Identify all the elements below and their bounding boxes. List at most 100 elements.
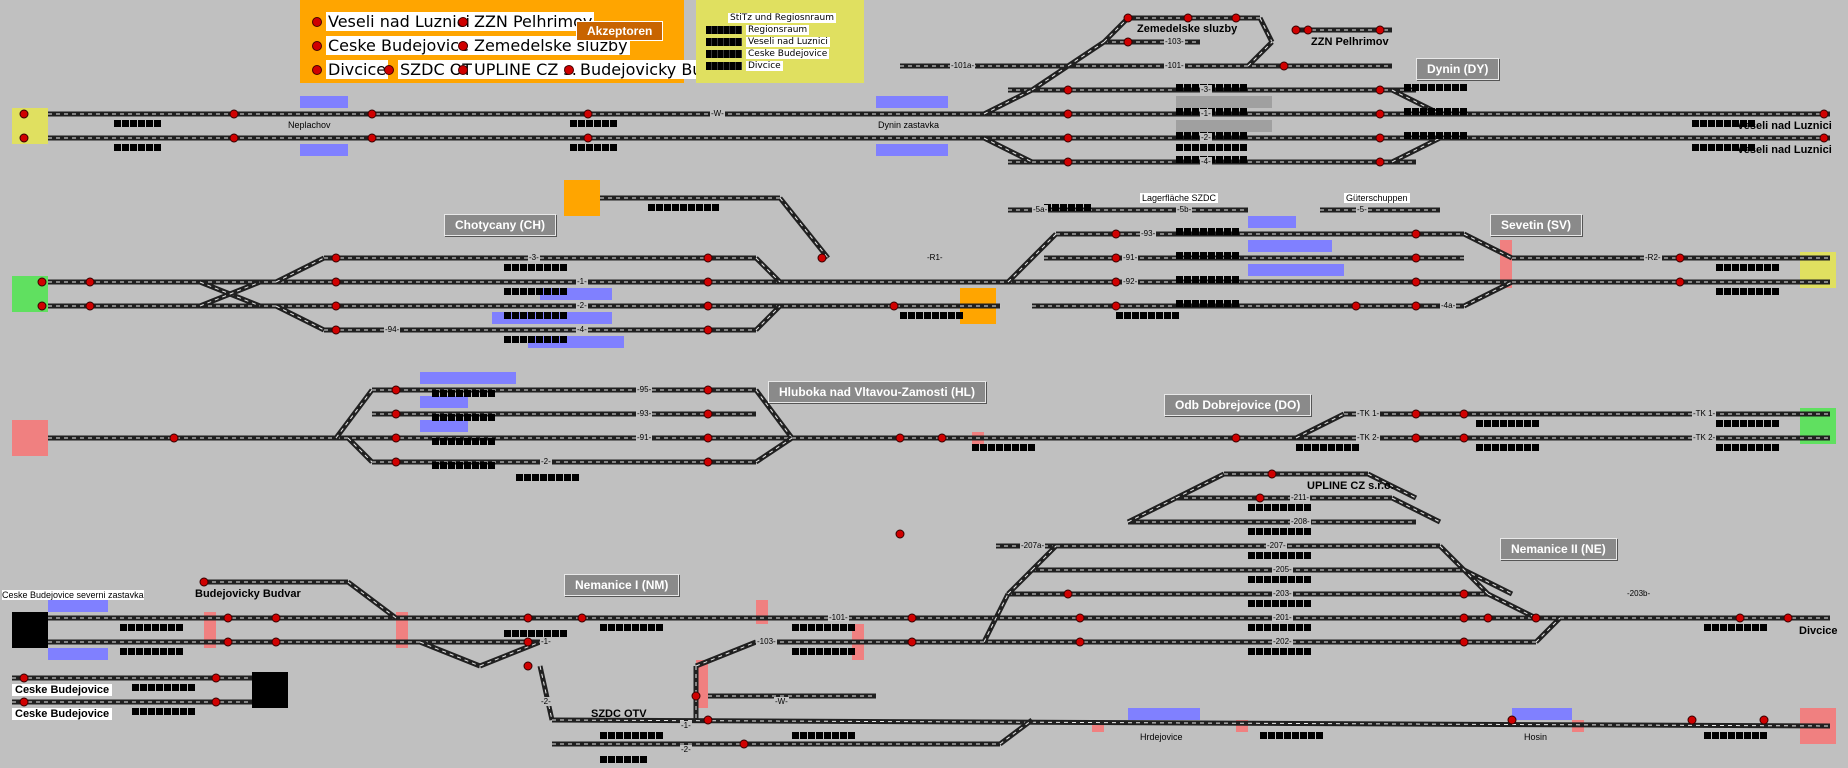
endpoint-cb-severni[interactable] — [12, 612, 48, 648]
signal-icon[interactable] — [1123, 13, 1133, 23]
signal-icon[interactable] — [1255, 493, 1265, 503]
akzeptoren-button[interactable]: Akzeptoren — [576, 21, 664, 41]
station-dynin[interactable]: Dynin (DY) — [1416, 58, 1500, 80]
signal-icon[interactable] — [1291, 25, 1301, 35]
signal-icon[interactable] — [1351, 301, 1361, 311]
signal-icon[interactable] — [1531, 613, 1541, 623]
occupied-block[interactable] — [300, 96, 348, 108]
signal-icon[interactable] — [577, 613, 587, 623]
signal-icon[interactable] — [19, 673, 29, 683]
endpoint-cb[interactable] — [252, 672, 288, 708]
signal-icon[interactable] — [1111, 301, 1121, 311]
signal-icon[interactable] — [1375, 133, 1385, 143]
signal-icon[interactable] — [19, 109, 29, 119]
signal-icon[interactable] — [331, 277, 341, 287]
legend-item[interactable]: Veseli nad Luznici GWB — [312, 12, 517, 31]
signal-icon[interactable] — [223, 637, 233, 647]
occupied-block[interactable] — [420, 372, 516, 384]
signal-icon[interactable] — [1123, 37, 1133, 47]
station-sevetin[interactable]: Sevetin (SV) — [1490, 214, 1583, 236]
signal-icon[interactable] — [937, 433, 947, 443]
signal-icon[interactable] — [1063, 589, 1073, 599]
station-dobrejovice[interactable]: Odb Dobrejovice (DO) — [1164, 394, 1312, 416]
signal-icon[interactable] — [391, 409, 401, 419]
station-nemanice2[interactable]: Nemanice II (NE) — [1500, 538, 1617, 560]
signal-icon[interactable] — [523, 613, 533, 623]
signal-icon[interactable] — [1675, 253, 1685, 263]
signal-icon[interactable] — [1411, 277, 1421, 287]
signal-icon[interactable] — [37, 301, 47, 311]
occupied-block[interactable] — [300, 144, 348, 156]
signal-icon[interactable] — [19, 133, 29, 143]
signal-icon[interactable] — [85, 277, 95, 287]
signal-icon[interactable] — [523, 661, 533, 671]
signal-icon[interactable] — [907, 637, 917, 647]
signal-icon[interactable] — [1735, 613, 1745, 623]
signal-icon[interactable] — [367, 109, 377, 119]
signal-icon[interactable] — [739, 739, 749, 749]
signal-icon[interactable] — [1459, 433, 1469, 443]
occupied-block[interactable] — [1512, 708, 1572, 720]
occupied-block[interactable] — [48, 600, 108, 612]
signal-icon[interactable] — [211, 697, 221, 707]
signal-icon[interactable] — [703, 715, 713, 725]
signal-icon[interactable] — [1375, 109, 1385, 119]
signal-icon[interactable] — [1459, 613, 1469, 623]
occupied-block[interactable] — [876, 144, 948, 156]
signal-icon[interactable] — [19, 697, 29, 707]
occupied-block[interactable] — [420, 396, 468, 408]
signal-icon[interactable] — [583, 109, 593, 119]
occupied-block[interactable] — [48, 648, 108, 660]
signal-icon[interactable] — [889, 301, 899, 311]
signal-icon[interactable] — [703, 457, 713, 467]
signal-icon[interactable] — [1111, 253, 1121, 263]
signal-icon[interactable] — [895, 529, 905, 539]
signal-icon[interactable] — [703, 409, 713, 419]
station-hluboka[interactable]: Hluboka nad Vltavou-Zamosti (HL) — [768, 381, 987, 403]
signal-icon[interactable] — [391, 457, 401, 467]
signal-icon[interactable] — [1231, 433, 1241, 443]
occupied-block[interactable] — [1248, 264, 1344, 276]
signal-icon[interactable] — [271, 637, 281, 647]
signal-icon[interactable] — [817, 253, 827, 263]
occupied-block[interactable] — [420, 420, 468, 432]
signal-icon[interactable] — [1183, 13, 1193, 23]
signal-icon[interactable] — [1111, 229, 1121, 239]
signal-icon[interactable] — [1411, 433, 1421, 443]
occupied-block[interactable] — [1248, 216, 1296, 228]
signal-icon[interactable] — [229, 133, 239, 143]
signal-icon[interactable] — [331, 253, 341, 263]
signal-icon[interactable] — [169, 433, 179, 443]
signal-icon[interactable] — [907, 613, 917, 623]
signal-icon[interactable] — [1303, 25, 1313, 35]
signal-icon[interactable] — [1063, 109, 1073, 119]
signal-icon[interactable] — [1783, 613, 1793, 623]
signal-icon[interactable] — [1507, 715, 1517, 725]
signal-icon[interactable] — [895, 433, 905, 443]
signal-icon[interactable] — [211, 673, 221, 683]
signal-icon[interactable] — [1375, 25, 1385, 35]
signal-icon[interactable] — [1459, 637, 1469, 647]
signal-icon[interactable] — [1819, 133, 1829, 143]
occupied-block[interactable] — [876, 96, 948, 108]
signal-icon[interactable] — [367, 133, 377, 143]
signal-icon[interactable] — [199, 577, 209, 587]
signal-icon[interactable] — [37, 277, 47, 287]
endpoint-orange[interactable] — [564, 180, 600, 216]
signal-icon[interactable] — [391, 433, 401, 443]
signal-icon[interactable] — [1687, 715, 1697, 725]
signal-icon[interactable] — [85, 301, 95, 311]
legend-item[interactable]: Regionsraum — [706, 25, 810, 35]
signal-icon[interactable] — [703, 385, 713, 395]
signal-icon[interactable] — [1375, 85, 1385, 95]
signal-icon[interactable] — [691, 691, 701, 701]
legend-item[interactable]: Divcice — [312, 60, 389, 79]
legend-item[interactable]: Divcice — [706, 61, 783, 71]
signal-icon[interactable] — [1759, 715, 1769, 725]
signal-icon[interactable] — [1411, 229, 1421, 239]
signal-icon[interactable] — [1075, 613, 1085, 623]
occupied-block[interactable] — [1128, 708, 1200, 720]
station-nemanice1[interactable]: Nemanice I (NM) — [564, 574, 680, 596]
endpoint-hluboka-west[interactable] — [12, 420, 48, 456]
signal-icon[interactable] — [703, 433, 713, 443]
